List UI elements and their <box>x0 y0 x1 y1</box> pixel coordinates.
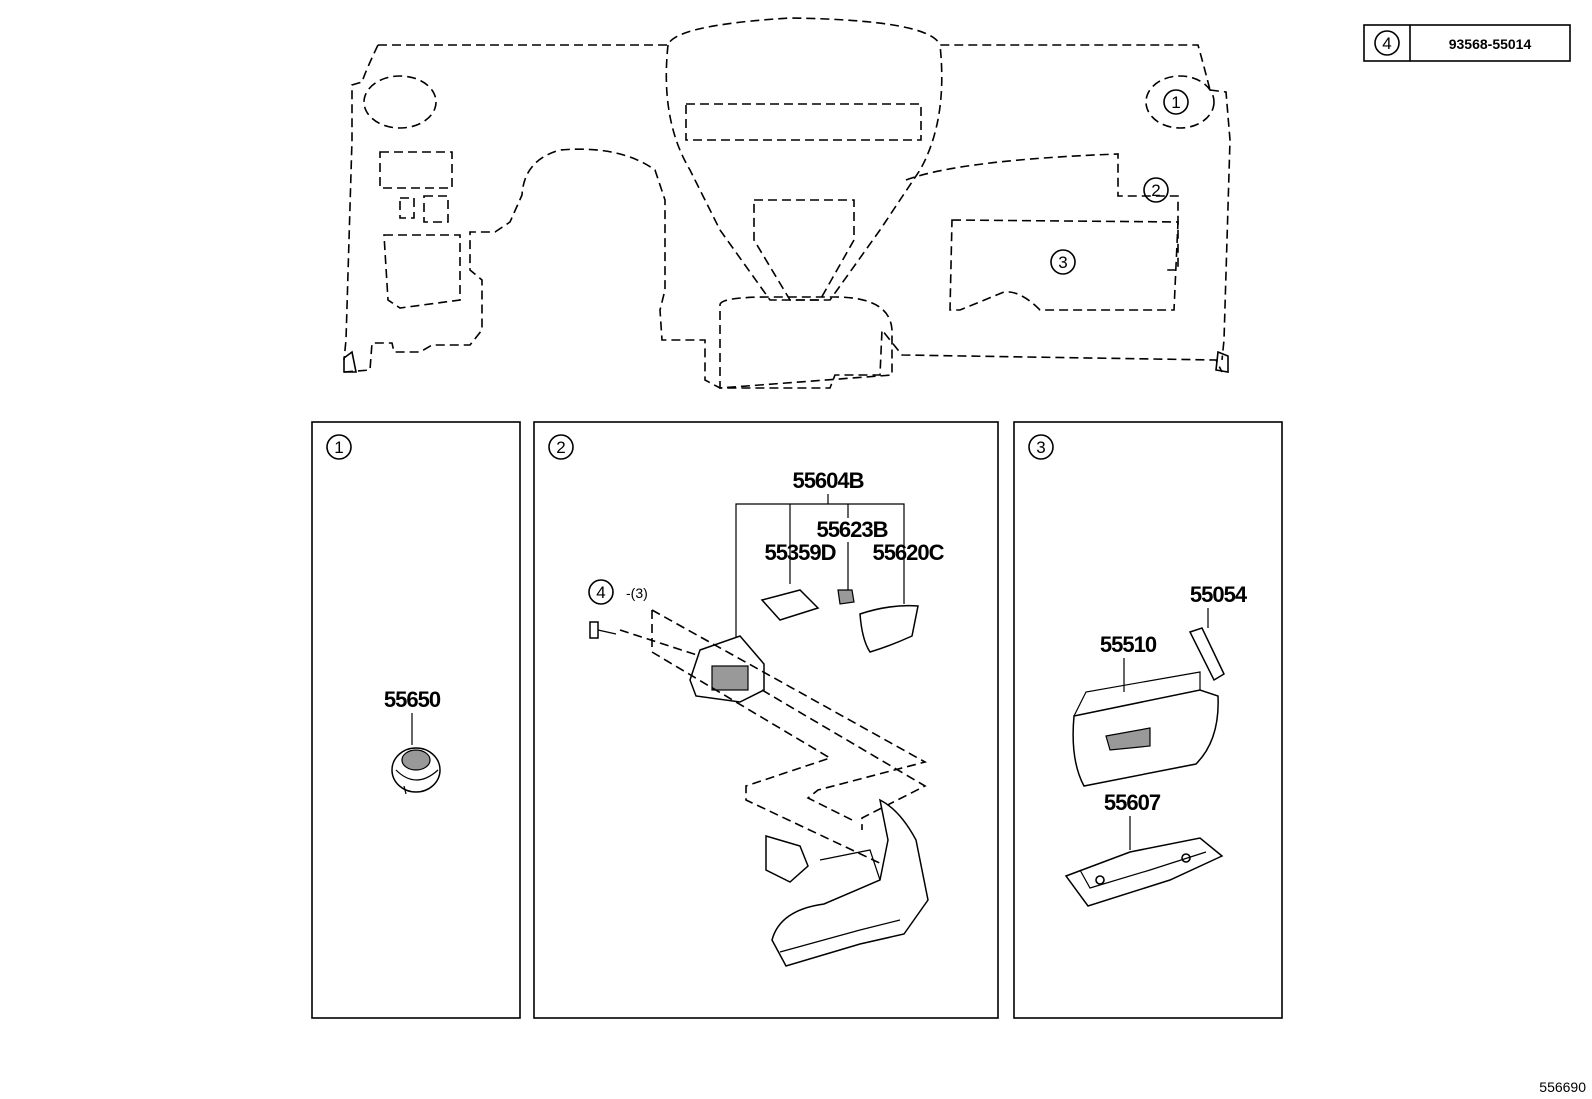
panel-1-marker: 1 <box>334 438 343 457</box>
part-label-55510: 55510 <box>1100 632 1157 657</box>
fastener-qty: -(3) <box>626 585 648 601</box>
vent-part-icon <box>391 747 441 795</box>
screw-icon <box>589 621 617 639</box>
legend-box: 4 93568-55014 <box>1363 24 1571 62</box>
part-label-55650: 55650 <box>384 687 441 712</box>
part-label-55620C: 55620C <box>872 540 944 565</box>
part-label-55607: 55607 <box>1104 790 1161 815</box>
clip-icon <box>837 589 855 605</box>
overview-marker-3: 3 <box>1058 253 1067 272</box>
cover-pad-icon <box>760 589 820 621</box>
overview-marker-1: 1 <box>1171 93 1180 112</box>
diagram-id: 556690 <box>1539 1079 1586 1095</box>
legend-marker: 4 <box>1382 34 1391 53</box>
panel-3: 3 55054 55510 55607 <box>1013 421 1283 1019</box>
fastener-marker: 4 <box>596 583 605 602</box>
legend-part-number: 93568-55014 <box>1449 36 1532 52</box>
glove-box-icon <box>1072 671 1219 787</box>
part-label-55623B: 55623B <box>816 517 887 542</box>
panel-1: 1 55650 <box>311 421 521 1019</box>
part-label-55359D: 55359D <box>764 540 835 565</box>
dashboard-overview: 1 2 3 <box>343 17 1231 389</box>
panel-3-marker: 3 <box>1036 438 1045 457</box>
part-label-55054: 55054 <box>1190 582 1248 607</box>
glove-box-bracket-icon <box>1064 837 1224 907</box>
overview-marker-2: 2 <box>1151 181 1160 200</box>
damper-icon <box>1188 627 1225 682</box>
panel-2-marker: 2 <box>556 438 565 457</box>
panel-2: 2 55604B 55623B 55359D 55620C 4 -(3) <box>533 421 999 1019</box>
console-trim-icon <box>765 798 929 967</box>
lid-part-icon <box>859 604 919 653</box>
part-label-55604B: 55604B <box>792 468 863 493</box>
